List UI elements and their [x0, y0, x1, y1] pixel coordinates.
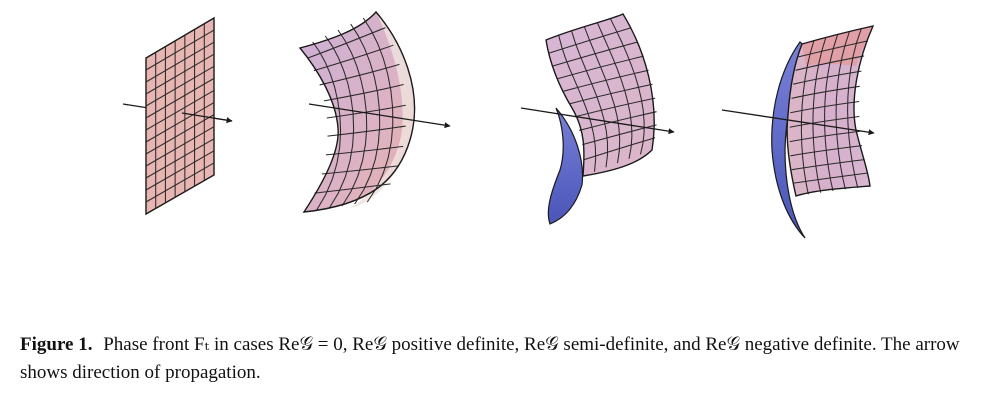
mesh-curve — [812, 37, 827, 193]
shadow-region — [547, 107, 584, 225]
mesh-curve — [790, 100, 860, 114]
mesh-curve — [609, 18, 645, 155]
surface-highlight — [802, 26, 873, 66]
mesh-line — [145, 65, 215, 107]
panel-semi-definite — [520, 13, 675, 225]
mesh-curve — [326, 104, 406, 119]
mesh-line — [145, 77, 215, 119]
mesh-curve — [789, 130, 861, 143]
mesh-curve — [548, 27, 631, 54]
mesh-line — [145, 41, 215, 83]
mesh-curve — [350, 23, 381, 205]
mesh-curve — [314, 183, 391, 194]
figure-caption: Figure 1. Phase front Fₜ in cases Re𝒢 = … — [20, 331, 986, 387]
mesh-curve — [323, 84, 404, 102]
mesh-curve — [800, 40, 815, 195]
mesh-curve — [362, 17, 394, 203]
surface-mesh — [307, 17, 406, 211]
propagation-arrow — [721, 109, 875, 136]
mesh-curve — [789, 115, 860, 128]
mesh-curve — [584, 26, 621, 164]
mesh-line — [145, 29, 215, 71]
mesh-line — [145, 102, 215, 143]
mesh-curve — [552, 41, 638, 67]
propagation-arrow — [520, 107, 675, 135]
mesh-curve — [558, 35, 597, 172]
surface-outline — [298, 10, 416, 213]
figure-artwork — [122, 10, 875, 239]
mesh-line — [145, 138, 215, 179]
mesh-curve — [793, 172, 867, 184]
mesh-curve — [791, 159, 865, 171]
mesh-curve — [557, 55, 644, 80]
mesh-curve — [596, 22, 633, 159]
mesh-line — [145, 126, 215, 167]
mesh-curve — [313, 44, 394, 72]
mesh-curve — [321, 165, 399, 175]
mesh-curve — [569, 83, 653, 105]
surface-outline — [786, 25, 875, 197]
mesh-line — [145, 162, 215, 203]
mesh-curve — [791, 85, 860, 99]
surface-mesh — [789, 28, 869, 195]
mesh-line — [145, 53, 215, 95]
propagation-arrow — [181, 112, 233, 124]
panel-positive-definite — [298, 10, 451, 213]
mesh-curve — [574, 97, 656, 118]
panel-negative-definite — [721, 25, 875, 239]
panel-flat — [122, 16, 233, 216]
figure-label: Figure 1. — [20, 334, 93, 355]
mesh-curve — [579, 111, 657, 131]
mesh-curve — [582, 124, 657, 146]
mesh-curve — [835, 31, 850, 190]
mesh-curve — [790, 145, 863, 157]
mesh-curve — [312, 41, 342, 211]
phase-front-surface — [145, 16, 215, 216]
surface-outline — [545, 13, 655, 177]
mesh-curve — [327, 125, 406, 137]
mesh-curve — [307, 27, 386, 59]
mesh-curve — [563, 69, 649, 92]
surface-mesh — [548, 18, 657, 172]
mesh-curve — [337, 29, 368, 207]
propagation-arrow — [308, 103, 451, 129]
mesh-curve — [324, 35, 355, 209]
mesh-line — [145, 150, 215, 191]
phase-front-surface — [787, 26, 873, 196]
surface-rim — [350, 12, 415, 208]
mesh-curve — [571, 31, 609, 168]
surface-mesh — [145, 23, 215, 209]
mesh-curve — [847, 28, 862, 188]
caption-text: Phase front Fₜ in cases Re𝒢 = 0, Re𝒢 pos… — [20, 334, 960, 383]
mesh-curve — [824, 34, 839, 192]
mesh-line — [145, 90, 215, 131]
phase-front-surface — [546, 14, 655, 176]
mesh-line — [145, 114, 215, 155]
mesh-curve — [793, 70, 862, 85]
mesh-curve — [319, 63, 400, 86]
mesh-curve — [583, 137, 656, 161]
mesh-curve — [795, 55, 865, 71]
mesh-curve — [798, 40, 869, 58]
